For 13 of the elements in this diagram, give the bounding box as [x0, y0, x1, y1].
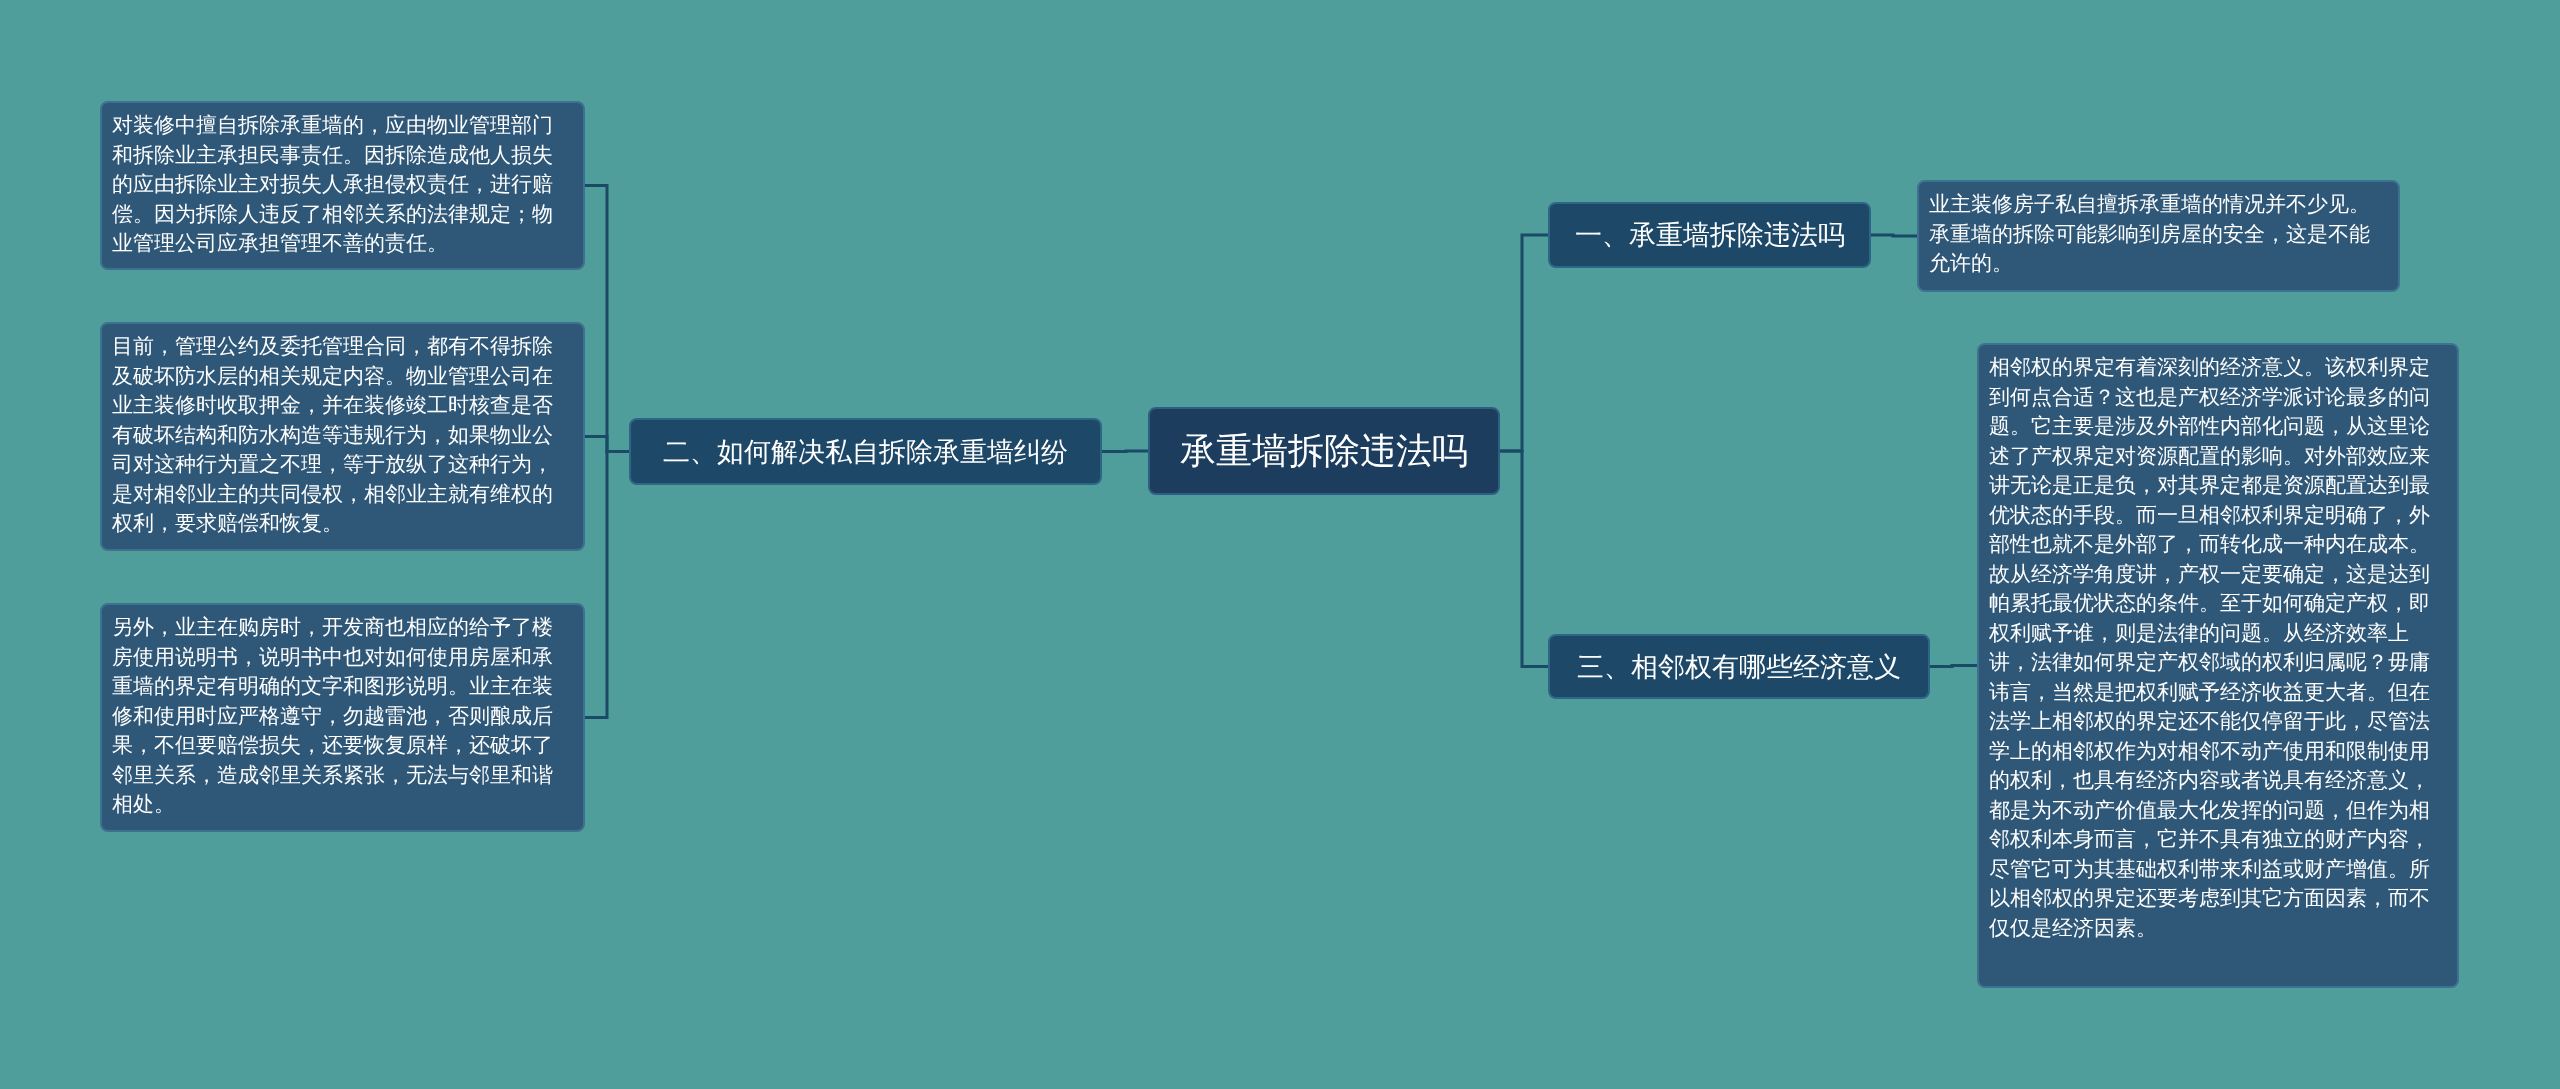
central-topic-box: 承重墙拆除违法吗: [1148, 407, 1500, 495]
text-box: 相邻权的界定有着深刻的经济意义。该权利界定到何点合适？这也是产权经济学派讨论最多的问题。它主要是涉及外部性内部化问题，从这里论述了产权界定对资源配置的影响。对外部效应来讲无论是正是负，对其界定都是资源配置达到最优状态的手段。而一旦相邻权利界定明确了，外部性也就不是外部了，而转化成一种内在成本。故从经济学角度讲，产权一定要确定，这是达到帕累托最优状态的条件。至于如何确定产权，即权利赋予谁，则是法律的问题。从经济效率上讲，法律如何界定产权邻域的权利归属呢？毋庸讳言，当然是把权利赋予经济收益更大者。但在法学上相邻权的界定还不能仅停留于此，尽管法学上的相邻权作为对相邻不动产使用和限制使用的权利，也具有经济内容或者说具有经济意义，都是为不动产价值最大化发挥的问题，但作为相邻权利本身而言，它并不具有独立的财产内容，尽管它可为其基础权利带来利益或财产增值。所以相邻权的界定还要考虑到其它方面因素，而不仅仅是经济因素。: [1977, 343, 2459, 988]
text-box: 目前，管理公约及委托管理合同，都有不得拆除及破坏防水层的相关规定内容。物业管理公司在业主装修时收取押金，并在装修竣工时核查是否有破坏结构和防水构造等违规行为，如果物业公司对这种行为置之不理，等于放纵了这种行为，是对相邻业主的共同侵权，相邻业主就有维权的权利，要求赔偿和恢复。: [100, 322, 585, 551]
topic-box: 三、相邻权有哪些经济意义: [1548, 634, 1930, 699]
topic-box: 二、如何解决私自拆除承重墙纠纷: [629, 418, 1102, 485]
connector-line: [1102, 449, 1148, 453]
text-box: 对装修中擅自拆除承重墙的，应由物业管理部门和拆除业主承担民事责任。因拆除造成他人损失的应由拆除业主对损失人承担侵权责任，进行赔偿。因为拆除人违反了相邻关系的法律规定；物业管理公司应承担管理不善的责任。: [100, 101, 585, 270]
text-box: 另外，业主在购房时，开发商也相应的给予了楼房使用说明书，说明书中也对如何使用房屋和承重墙的界定有明确的文字和图形说明。业主在装修和使用时应严格遵守，勿越雷池，否则酿成后果，不但要赔偿损失，还要恢复原样，还破坏了邻里关系，造成邻里关系紧张，无法与邻里和谐相处。: [100, 603, 585, 832]
connector-line: [1871, 233, 1917, 238]
text-box: 业主装修房子私自擅拆承重墙的情况并不少见。承重墙的拆除可能影响到房屋的安全，这是不能允许的。: [1917, 180, 2400, 292]
connector-line: [1930, 664, 1977, 668]
topic-box: 一、承重墙拆除违法吗: [1548, 202, 1871, 268]
connector-line: [1500, 449, 1548, 668]
